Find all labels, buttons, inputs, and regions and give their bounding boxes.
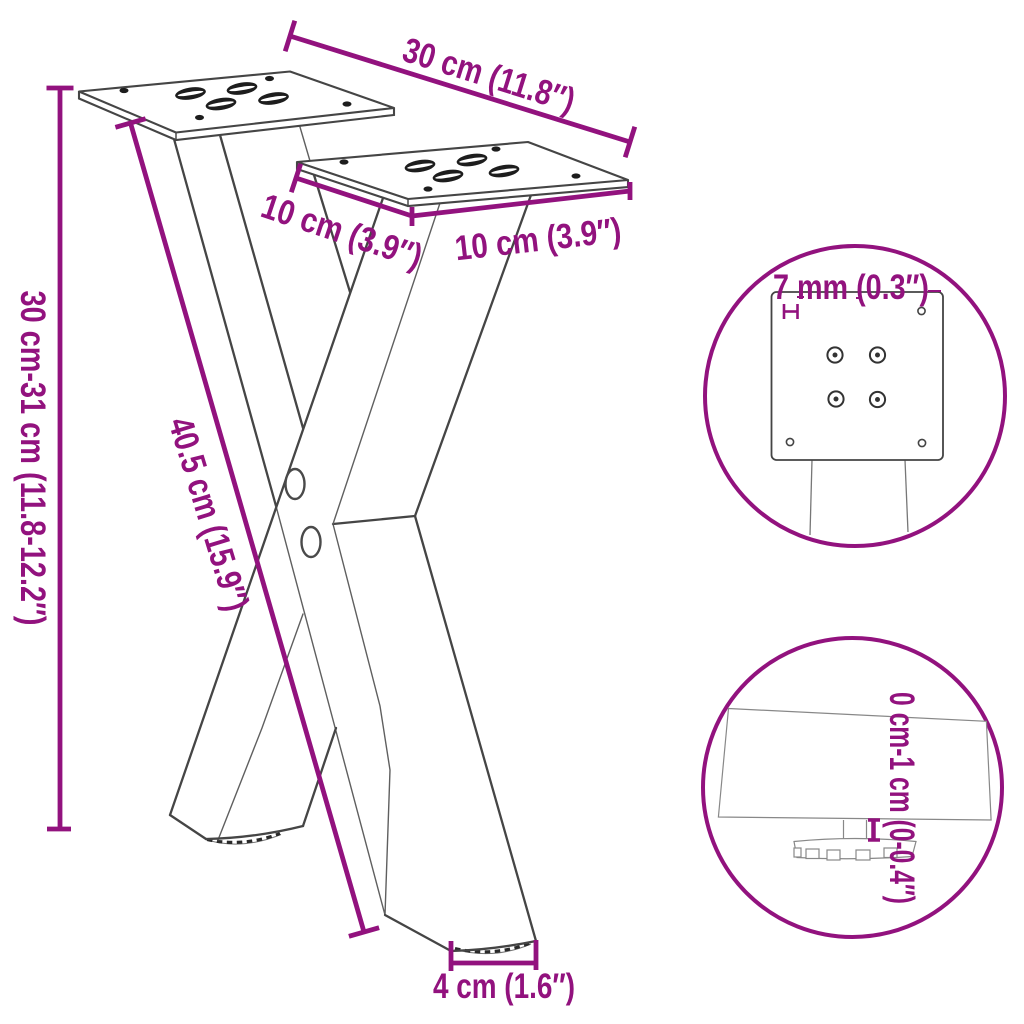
svg-text:30 cm-31 cm (11.8-12.2″): 30 cm-31 cm (11.8-12.2″) [13,291,52,626]
svg-text:4 cm (1.6″): 4 cm (1.6″) [433,967,575,1006]
svg-text:7 mm (0.3″): 7 mm (0.3″) [773,268,929,307]
svg-text:0 cm-1 cm (0-0.4″): 0 cm-1 cm (0-0.4″) [882,692,921,904]
